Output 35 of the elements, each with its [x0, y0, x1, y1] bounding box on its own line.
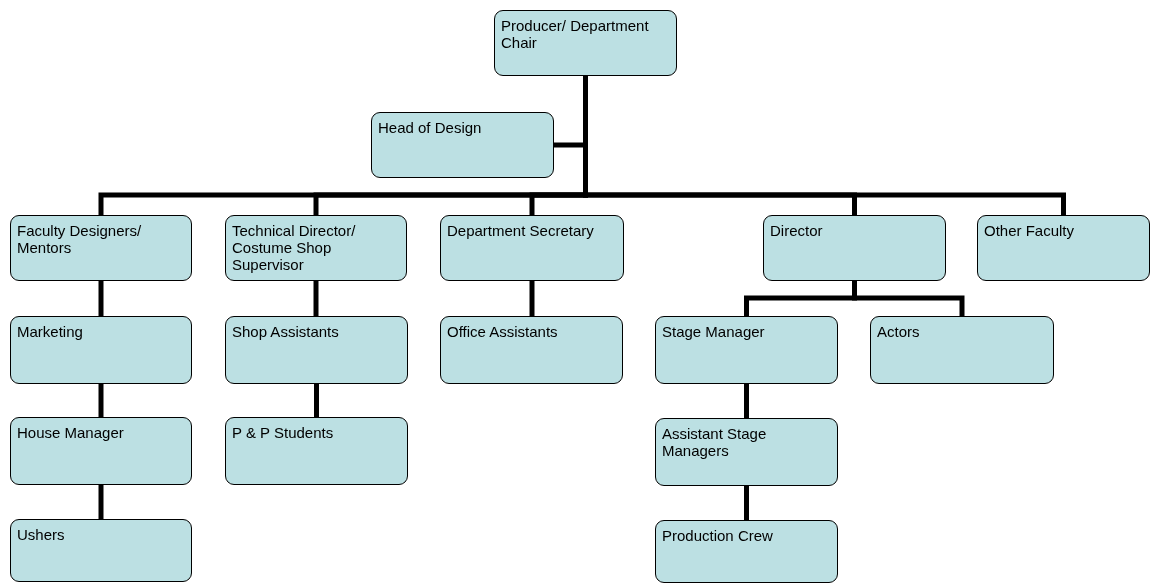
org-box: [10, 316, 192, 384]
org-box: [440, 215, 624, 281]
role-label: House Manager: [17, 424, 125, 441]
org-box: [225, 417, 408, 485]
org-box: [225, 316, 408, 384]
role-label: Actors: [877, 323, 921, 340]
role-label: Production Crew: [662, 527, 774, 544]
org-box: [10, 519, 192, 582]
org-box: [10, 417, 192, 485]
org-box: [763, 215, 946, 281]
org-box: [655, 418, 838, 486]
role-label: Department Secretary: [447, 222, 595, 239]
org-box: [870, 316, 1054, 384]
role-label: Director: [770, 222, 824, 239]
role-label: Faculty Designers/ Mentors: [17, 222, 143, 256]
role-label: Office Assistants: [447, 323, 559, 340]
org-box: [655, 316, 838, 384]
role-label: Marketing: [17, 323, 84, 340]
role-label: Head of Design: [378, 119, 483, 136]
role-label: Ushers: [17, 526, 66, 543]
role-label: P & P Students: [232, 424, 335, 441]
role-label: Assistant Stage Managers: [662, 425, 768, 459]
role-label: Stage Manager: [662, 323, 766, 340]
org-box: [225, 215, 407, 281]
org-box: [371, 112, 554, 178]
role-label: Producer/ Department Chair: [501, 17, 650, 51]
org-box: [494, 10, 677, 76]
role-label: Shop Assistants: [232, 323, 340, 340]
org-box: [440, 316, 623, 384]
org-box: [10, 215, 192, 281]
role-label: Other Faculty: [984, 222, 1076, 239]
org-box: [655, 520, 838, 583]
role-label: Technical Director/ Costume Shop Supervisor: [232, 222, 357, 273]
org-box: [977, 215, 1150, 281]
connector-line: [852, 278, 965, 319]
